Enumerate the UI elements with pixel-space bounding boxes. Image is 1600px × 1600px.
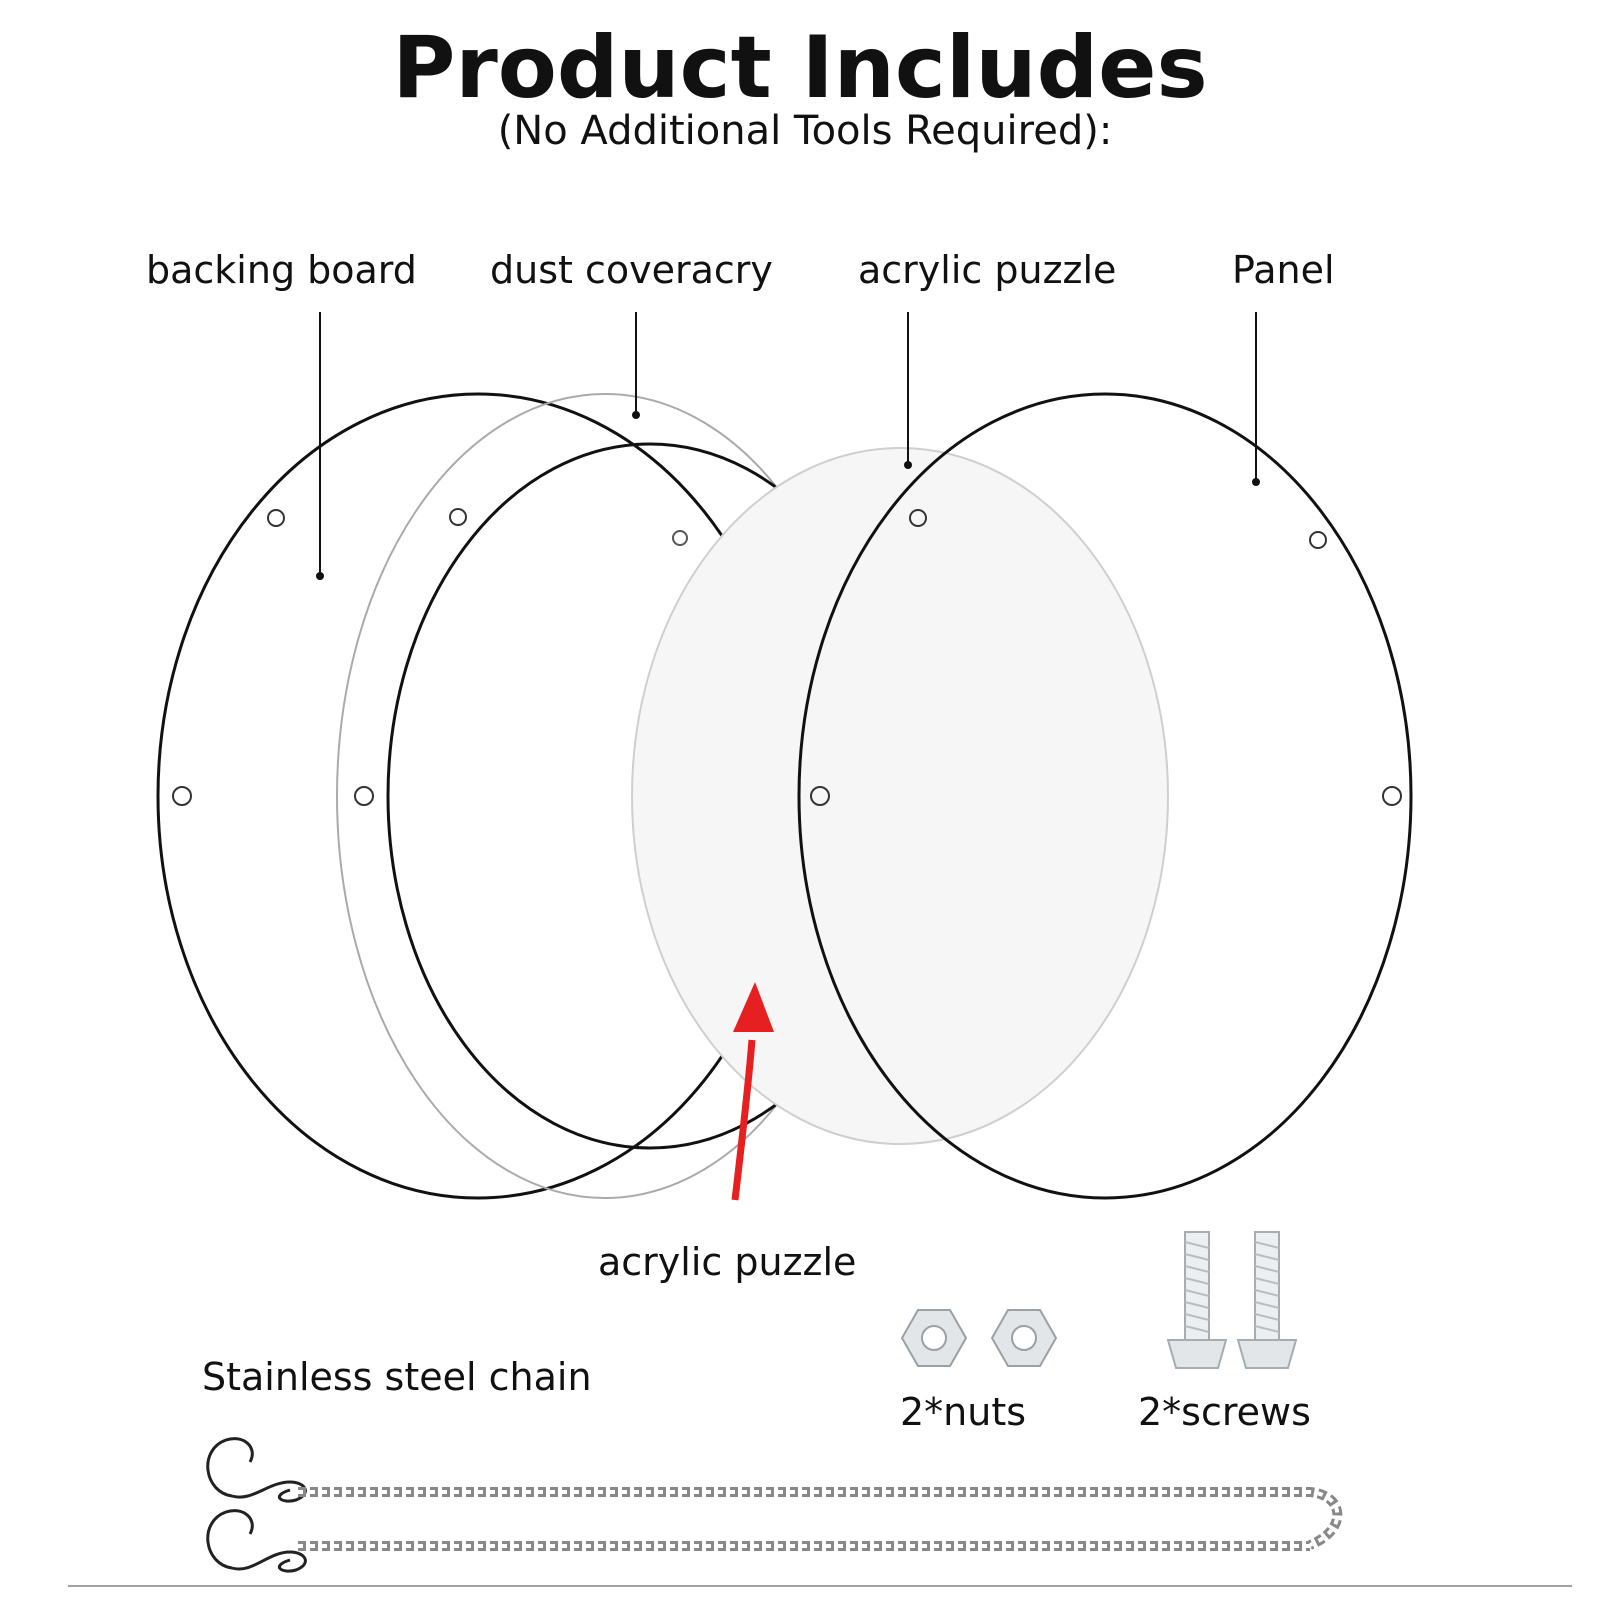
screw-icon (1236, 1231, 1298, 1369)
panel-shape (797, 392, 1413, 1200)
screw-hole-icon (354, 786, 374, 806)
label-nuts: 2*nuts (900, 1390, 1027, 1434)
page-subtitle: (No Additional Tools Required): (497, 108, 1113, 154)
label-acrylic-puzzle-bottom: acrylic puzzle (598, 1240, 857, 1284)
label-acrylic-puzzle-top: acrylic puzzle (858, 248, 1117, 292)
hex-nut-icon (990, 1309, 1058, 1367)
label-panel: Panel (1232, 248, 1335, 292)
leader-dot (1252, 478, 1260, 486)
label-backing-board: backing board (146, 248, 417, 292)
screw-hole-icon (1309, 531, 1327, 549)
chain-icon (206, 1437, 1343, 1573)
screw-hole-icon (172, 786, 192, 806)
label-screws: 2*screws (1138, 1390, 1311, 1434)
screw-hole-icon (449, 508, 467, 526)
leader-dot (316, 572, 324, 580)
label-dust-cover: dust coveracry (490, 248, 773, 292)
screw-hole-icon (1382, 786, 1402, 806)
screw-hole-icon (810, 786, 830, 806)
red-arrow-icon (731, 982, 774, 1201)
leader-dot (904, 461, 912, 469)
leader-lines (319, 312, 1257, 574)
screw-icon (1166, 1231, 1228, 1369)
label-chain: Stainless steel chain (202, 1355, 592, 1399)
leader-dot (632, 411, 640, 419)
acrylic-puzzle-shape (631, 447, 1169, 1145)
page-title: Product Includes (392, 18, 1208, 118)
screw-hole-icon (909, 509, 927, 527)
hex-nut-icon (900, 1309, 968, 1367)
screw-hole-icon (672, 530, 688, 546)
screw-hole-icon (267, 509, 285, 527)
